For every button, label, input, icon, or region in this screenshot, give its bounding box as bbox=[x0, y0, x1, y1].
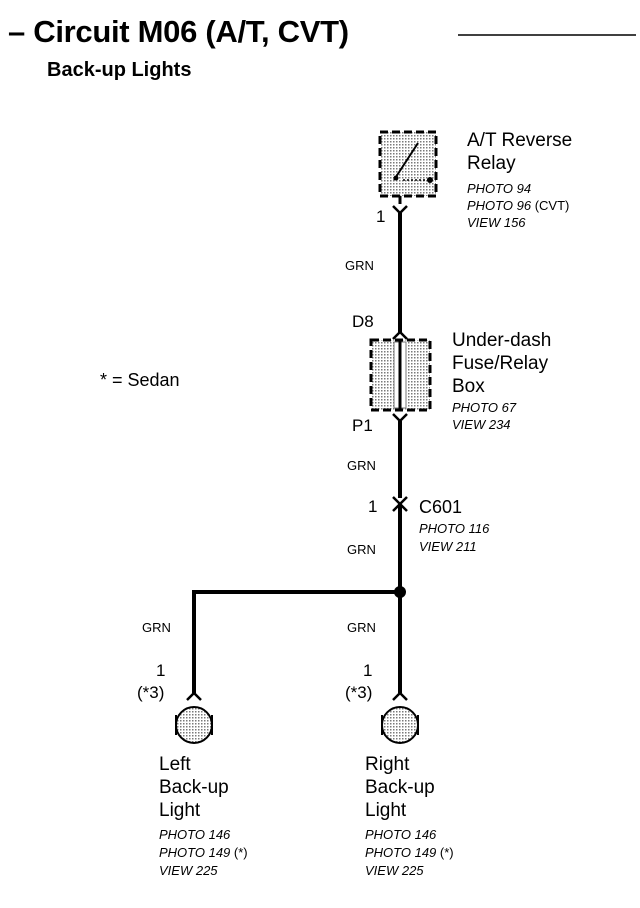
left-light-terminal bbox=[186, 691, 202, 701]
wire-color-label: GRN bbox=[347, 620, 376, 635]
right-light-pin: 1 bbox=[363, 661, 373, 680]
left-light-photo2: PHOTO 149 bbox=[159, 845, 231, 860]
left-light-name-line2: Back-up bbox=[159, 777, 229, 798]
fusebox-view: VIEW 234 bbox=[452, 417, 511, 432]
relay-photo1: PHOTO 94 bbox=[467, 181, 532, 196]
reverse-relay-symbol bbox=[378, 130, 438, 204]
right-light-view: VIEW 225 bbox=[365, 863, 424, 878]
page-title: – Circuit M06 (A/T, CVT) bbox=[8, 14, 349, 49]
wire-branch-left bbox=[192, 590, 400, 693]
wire-color-label: GRN bbox=[345, 258, 374, 273]
right-bulb-icon bbox=[381, 706, 419, 744]
relay-name-line2: Relay bbox=[467, 153, 516, 174]
fusebox-p1-terminal bbox=[392, 413, 408, 423]
c601-pin-number: 1 bbox=[368, 497, 378, 516]
fusebox-pin-d8: D8 bbox=[352, 312, 374, 331]
fusebox-symbol bbox=[369, 338, 432, 412]
fusebox-photo: PHOTO 67 bbox=[452, 400, 517, 415]
relay-photo2-note: (CVT) bbox=[534, 198, 570, 213]
right-light-photo2: PHOTO 149 bbox=[365, 845, 437, 860]
right-light-photo2-row: PHOTO 149 (*) bbox=[365, 845, 454, 861]
right-light-name-line1: Right bbox=[365, 754, 410, 775]
left-bulb-icon bbox=[175, 706, 213, 744]
fusebox-name-line1: Under-dash bbox=[452, 330, 552, 351]
right-light-pin-note: (*3) bbox=[345, 683, 373, 702]
relay-name-line1: A/T Reverse bbox=[467, 130, 573, 151]
relay-view: VIEW 156 bbox=[467, 215, 526, 230]
fusebox-d8-terminal bbox=[392, 330, 408, 340]
fusebox-name-line3: Box bbox=[452, 376, 485, 397]
fusebox-name-line2: Fuse/Relay bbox=[452, 353, 549, 374]
right-light-name-line2: Back-up bbox=[365, 777, 435, 798]
relay-photo2: PHOTO 96 bbox=[467, 198, 532, 213]
sedan-legend: * = Sedan bbox=[100, 370, 180, 390]
c601-photo: PHOTO 116 bbox=[419, 521, 490, 536]
left-light-name-line1: Left bbox=[159, 754, 191, 775]
left-light-pin-note: (*3) bbox=[137, 683, 165, 702]
left-light-photo2-note: (*) bbox=[233, 845, 248, 860]
c601-name: C601 bbox=[419, 497, 463, 517]
fusebox-pin-p1: P1 bbox=[352, 416, 373, 435]
c601-view: VIEW 211 bbox=[419, 539, 477, 554]
left-light-view: VIEW 225 bbox=[159, 863, 218, 878]
right-light-photo2-note: (*) bbox=[439, 845, 454, 860]
right-light-terminal bbox=[392, 691, 408, 701]
page-subtitle: Back-up Lights bbox=[47, 59, 192, 81]
left-light-name-line3: Light bbox=[159, 800, 201, 821]
relay-pin-terminal bbox=[392, 205, 408, 215]
left-light-pin: 1 bbox=[156, 661, 166, 680]
relay-photo2-row: PHOTO 96 (CVT) bbox=[467, 198, 569, 214]
right-light-photo1: PHOTO 146 bbox=[365, 827, 437, 842]
left-light-photo2-row: PHOTO 149 (*) bbox=[159, 845, 248, 861]
right-light-name-line3: Light bbox=[365, 800, 407, 821]
wire-color-label: GRN bbox=[347, 458, 376, 473]
relay-pin-number: 1 bbox=[376, 207, 386, 226]
wire-color-label: GRN bbox=[347, 542, 376, 557]
left-light-photo1: PHOTO 146 bbox=[159, 827, 231, 842]
wire-color-label: GRN bbox=[142, 620, 171, 635]
